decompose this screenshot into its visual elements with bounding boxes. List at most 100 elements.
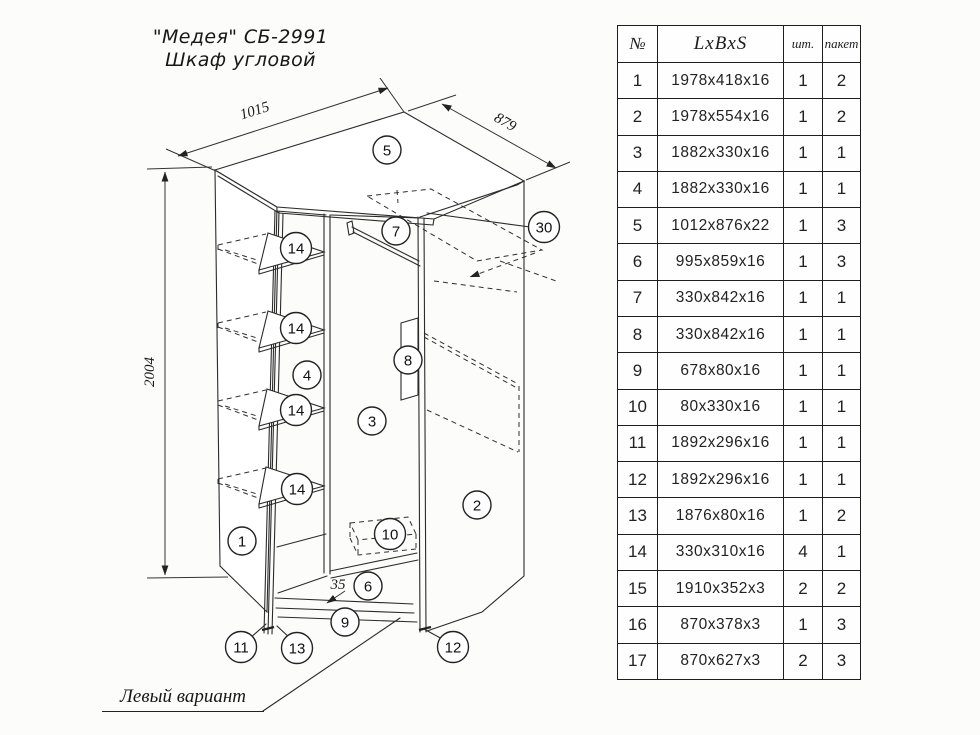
table-cell: 2 — [822, 98, 861, 136]
table-cell: 1 — [783, 134, 823, 172]
header-quantity: шт. — [783, 25, 823, 63]
table-cell: 1910x352x3 — [657, 569, 784, 608]
dimension-lines: 1015 879 2004 35 — [142, 77, 571, 604]
dimension-2004: 2004 — [142, 166, 229, 579]
table-cell: 1 — [822, 134, 861, 172]
table-cell: 1882x330x16 — [657, 134, 784, 172]
table-cell: 330x842x16 — [657, 279, 784, 317]
right-side-panel — [426, 180, 525, 632]
table-cell: 1 — [783, 279, 823, 317]
table-cell: 3 — [822, 243, 861, 281]
table-cell: 10 — [617, 388, 658, 426]
table-cell: 3 — [617, 134, 658, 172]
variant-label: Левый вариант — [102, 686, 264, 712]
drawing-title: "Медея" СБ-2991 Шкаф угловой — [108, 26, 373, 72]
drawing-title-line2: Шкаф угловой — [165, 49, 316, 71]
table-cell: 5 — [617, 207, 658, 245]
part-callout-1 — [227, 526, 257, 556]
table-cell: 2 — [822, 497, 861, 535]
bottom-panels — [276, 533, 419, 594]
table-cell: 1 — [783, 424, 823, 463]
part-callout-label: 12 — [445, 640, 462, 657]
table-cell: 1 — [783, 315, 823, 354]
table-cell: 9 — [617, 352, 658, 390]
part-callout-label: 11 — [233, 640, 249, 657]
exploded-ghosts — [349, 188, 560, 556]
part-callout-8 — [393, 345, 423, 375]
table-cell: 1 — [822, 279, 861, 317]
table-cell: 1 — [822, 424, 861, 463]
part-callout-label: 14 — [288, 321, 305, 338]
table-cell: 1 — [822, 352, 861, 390]
dimension-35-value: 35 — [330, 577, 347, 593]
part-callout-6 — [353, 571, 383, 601]
table-cell: 1 — [783, 388, 823, 426]
dimension-2004-value: 2004 — [142, 357, 158, 388]
part-callout-label: 30 — [536, 220, 553, 237]
table-cell: 1012x876x22 — [657, 207, 784, 245]
part-callout-9 — [330, 607, 360, 637]
table-cell: 1 — [822, 170, 861, 209]
table-cell: 13 — [617, 497, 658, 535]
cabinet-structure — [213, 111, 526, 635]
table-cell: 1 — [822, 533, 861, 571]
table-cell: 2 — [822, 569, 861, 608]
table-cell: 15 — [617, 569, 658, 608]
part-callout-2 — [462, 490, 492, 520]
table-cell: 1892x296x16 — [657, 461, 784, 499]
part-callout-30 — [527, 210, 561, 244]
clothes-rail — [346, 220, 421, 267]
table-cell: 4 — [783, 533, 823, 571]
part-callout-3 — [357, 406, 387, 436]
table-cell: 1 — [783, 243, 823, 281]
part-callout-4 — [292, 360, 322, 390]
table-cell: 1882x330x16 — [657, 170, 784, 209]
table-cell: 1 — [783, 461, 823, 499]
table-cell: 1 — [783, 61, 823, 100]
top-shelf-ghost — [365, 188, 560, 293]
table-cell: 12 — [617, 461, 658, 499]
part-callout-12 — [436, 630, 470, 664]
part-callout-label: 10 — [382, 527, 399, 544]
table-cell: 1 — [822, 315, 861, 354]
part-callout-14 — [280, 472, 314, 506]
table-cell: 1 — [783, 170, 823, 209]
table-cell: 11 — [617, 424, 658, 463]
dimension-879-value: 879 — [491, 110, 519, 135]
part-callout-label: 14 — [288, 241, 305, 258]
table-cell: 1 — [822, 461, 861, 499]
part-callout-label: 14 — [289, 482, 306, 499]
part-callout-14 — [279, 311, 313, 345]
table-cell: 16 — [617, 606, 658, 644]
middle-partition — [323, 213, 331, 575]
part-callout-5 — [372, 135, 402, 165]
part-callout-7 — [381, 216, 411, 246]
dimension-1015-value: 1015 — [238, 99, 272, 123]
table-cell: 2 — [822, 61, 861, 100]
part-callout-14 — [279, 393, 313, 427]
table-cell: 1892x296x16 — [657, 424, 784, 463]
table-cell: 14 — [617, 533, 658, 571]
part-callout-11 — [224, 630, 258, 664]
table-cell: 3 — [822, 642, 861, 680]
header-number: № — [617, 25, 658, 63]
table-cell: 330x842x16 — [657, 315, 784, 354]
part-callout-label: 1 — [238, 534, 246, 551]
header-package: пакет — [822, 25, 861, 63]
table-cell: 6 — [617, 243, 658, 281]
part-callout-label: 8 — [404, 353, 412, 370]
table-cell: 1978x554x16 — [657, 98, 784, 136]
